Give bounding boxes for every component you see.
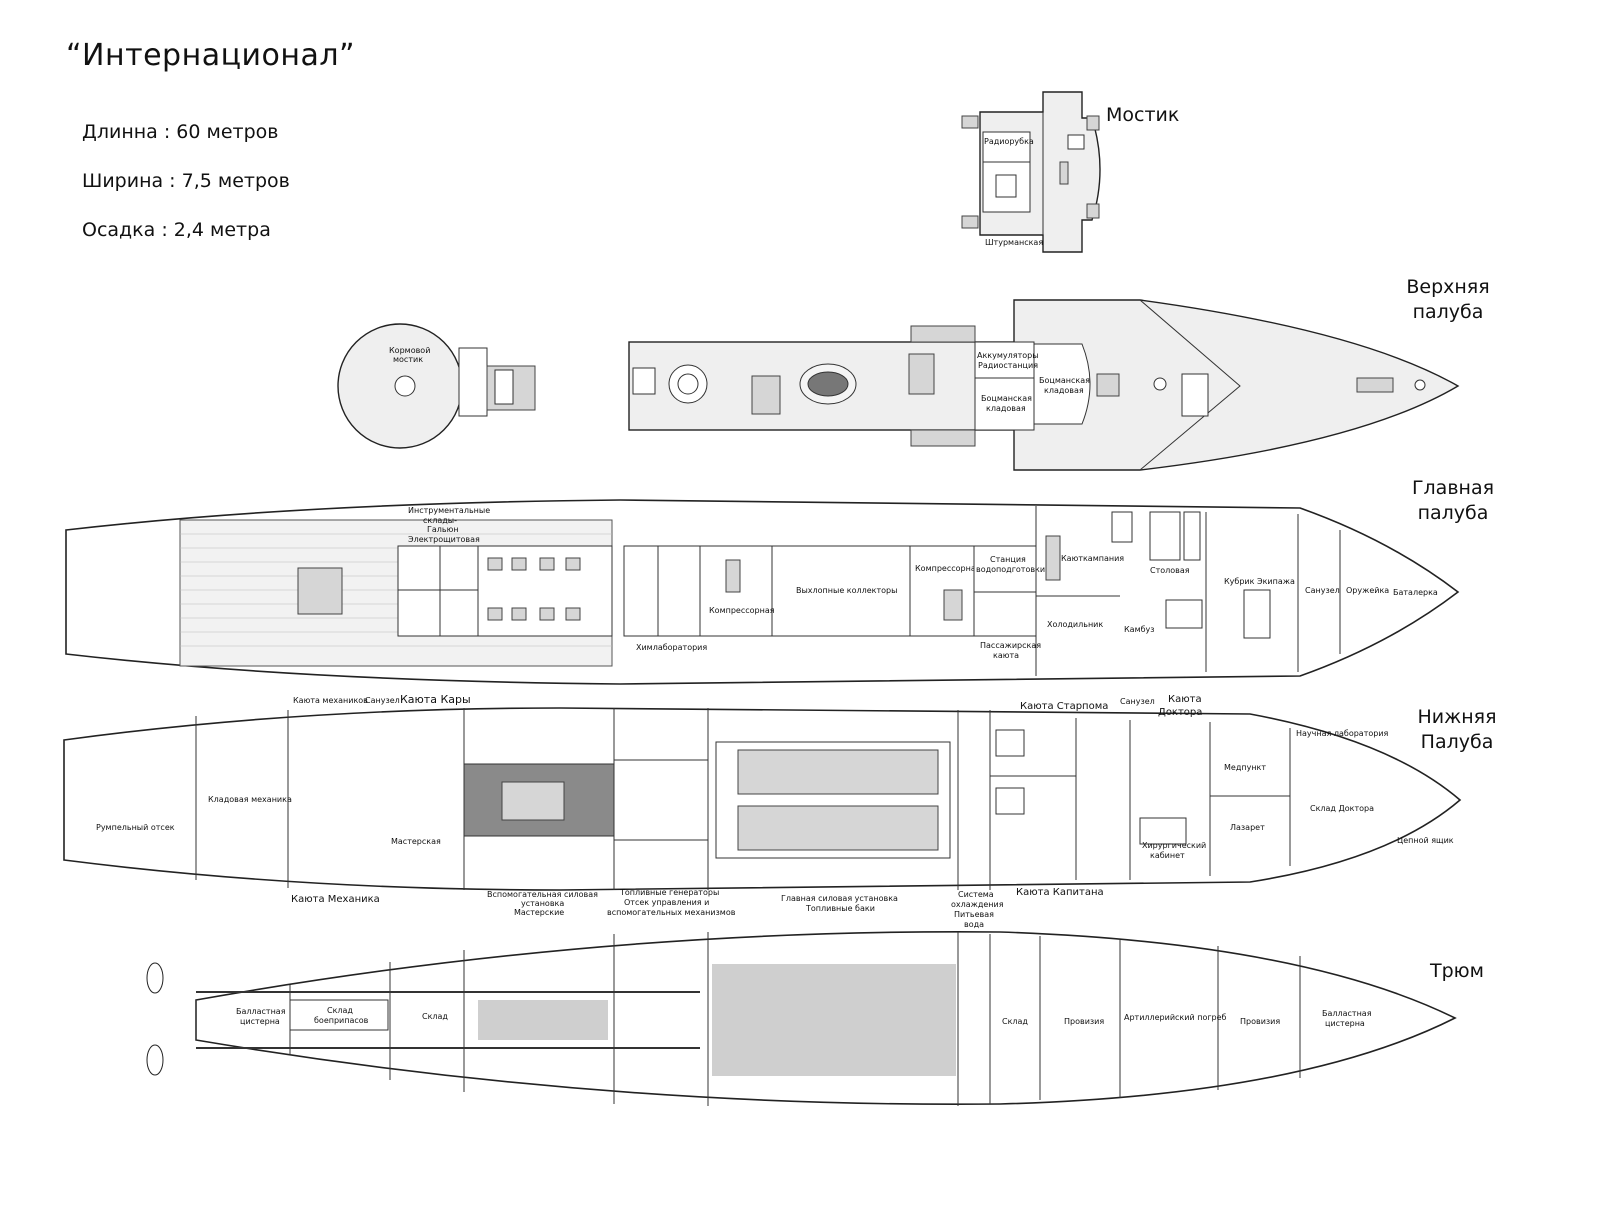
room-label-chain-locker: Цепной ящик xyxy=(1397,836,1454,845)
room-label-chemlab: Химлаборатория xyxy=(636,643,707,652)
room-label-mechanic-cabin: Каюта Механика xyxy=(291,894,380,905)
deck-label-upper-line2: палуба xyxy=(1412,301,1484,323)
room-label-provisions-2: Провизия xyxy=(1240,1017,1280,1026)
hold-deck: Балластная цистерна Склад боеприпасов Ск… xyxy=(146,931,1457,1106)
room-label-store-bat: Баталерка xyxy=(1393,588,1438,597)
room-label-aux-1: Вспомогательная силовая xyxy=(487,890,598,899)
room-label-mech-cabin: Каюта механиков xyxy=(293,696,368,705)
room-label-bosun-store-1: Боцманская xyxy=(981,394,1032,403)
room-label-doctor-cabin-1: Каюта xyxy=(1168,694,1202,705)
room-label-ammo-1: Склад xyxy=(327,1006,353,1015)
room-label-surgery-2: кабинет xyxy=(1150,851,1185,860)
room-label-store-aft: Склад xyxy=(422,1012,448,1021)
room-label-steering: Румпельный отсек xyxy=(96,823,175,832)
room-label-bosun-store-1b: кладовая xyxy=(986,404,1026,413)
room-label-ballast-fwd-1: Балластная xyxy=(1322,1009,1372,1018)
room-label-tool-stores-1: Инструментальные xyxy=(408,506,490,515)
main-deck: Инструментальные склады- Гальюн Электрощ… xyxy=(65,499,1460,685)
room-label-mess: Столовая xyxy=(1150,566,1190,575)
room-label-aux-2: установка xyxy=(521,899,564,908)
room-label-store-fwd: Склад xyxy=(1002,1017,1028,1026)
room-label-radio: Радиорубка xyxy=(984,137,1034,146)
room-label-ballast-aft-1: Балластная xyxy=(236,1007,286,1016)
room-label-exhaust: Выхлопные коллекторы xyxy=(796,586,897,595)
room-label-surgery-1: Хирургический xyxy=(1142,841,1206,850)
deck-label-main-line1: Главная xyxy=(1411,477,1495,499)
spec-draft: Осадка : 2,4 метра xyxy=(82,219,271,241)
room-label-ballast-fwd-2: цистерна xyxy=(1325,1019,1365,1028)
deck-label-lower: Нижняя Палуба xyxy=(1402,705,1512,755)
room-label-captain-cabin: Каюта Капитана xyxy=(1016,887,1104,898)
room-label-batteries: Аккумуляторы xyxy=(977,351,1039,360)
room-label-wardroom: Каюткампания xyxy=(1061,554,1124,563)
room-label-wc-main: Санузел xyxy=(1305,586,1340,595)
room-label-navigator: Штурманская xyxy=(985,238,1043,247)
room-label-aux-3: Мастерские xyxy=(514,908,564,917)
room-label-water-station-1: Станция xyxy=(990,555,1026,564)
room-label-fridge: Холодильник xyxy=(1047,620,1103,629)
room-label-cooling-2: охлаждения xyxy=(951,900,1004,909)
room-label-radio-station: Радиостанция xyxy=(978,361,1038,370)
room-label-bosun-store-2b: кладовая xyxy=(1044,386,1084,395)
deck-label-upper: Верхняя палуба xyxy=(1398,275,1498,325)
room-label-tool-stores-2: склады- xyxy=(423,516,457,525)
room-label-infirmary: Лазарет xyxy=(1230,823,1265,832)
room-label-toilet: Гальюн xyxy=(427,525,459,534)
room-label-crew: Кубрик Экипажа xyxy=(1224,577,1295,586)
room-label-first-mate: Каюта Старпома xyxy=(1020,701,1108,712)
room-label-galley: Камбуз xyxy=(1124,625,1155,634)
room-label-bosun-store-2: Боцманская xyxy=(1039,376,1090,385)
deck-label-main: Главная палуба xyxy=(1398,476,1508,526)
deck-label-lower-line2: Палуба xyxy=(1420,731,1494,753)
room-label-mech-store: Кладовая механика xyxy=(208,795,292,804)
lower-deck: Каюта механиков Санузел Каюта Кары Кладо… xyxy=(63,693,1462,929)
room-label-kara-cabin: Каюта Кары xyxy=(400,693,471,706)
room-label-main-plant-1: Главная силовая установка xyxy=(781,894,898,903)
room-label-medbay: Медпункт xyxy=(1224,763,1266,772)
room-label-passenger-1: Пассажирская xyxy=(980,641,1041,650)
room-label-water-2: вода xyxy=(964,920,984,929)
room-label-doctor-cabin-2: Доктора xyxy=(1158,707,1202,718)
room-label-ballast-aft-2: цистерна xyxy=(240,1017,280,1026)
room-label-artillery: Артиллерийский погреб xyxy=(1124,1013,1227,1022)
room-label-wc-lower-1: Санузел xyxy=(365,696,400,705)
deck-label-bridge: Мостик xyxy=(1106,104,1180,126)
room-label-stern-bridge-1: Кормовой xyxy=(389,346,430,355)
room-label-armory: Оружейка xyxy=(1346,586,1389,595)
ship-title: “Интернационал” xyxy=(66,38,356,73)
room-label-workshop: Мастерская xyxy=(391,837,441,846)
room-label-science-lab: Научная лаборатория xyxy=(1296,729,1389,738)
room-label-provisions-1: Провизия xyxy=(1064,1017,1104,1026)
deck-label-lower-line1: Нижняя xyxy=(1417,706,1497,728)
room-label-water-1: Питьевая xyxy=(954,910,994,919)
room-label-compressor-1: Компрессорная xyxy=(709,606,775,615)
bridge-deck: Радиорубка Штурманская xyxy=(961,91,1101,253)
deck-label-upper-line1: Верхняя xyxy=(1406,276,1490,298)
room-label-compressor-2: Компрессорная xyxy=(915,564,981,573)
room-label-main-plant-2: Топливные баки xyxy=(805,904,875,913)
room-label-wc-lower-2: Санузел xyxy=(1120,697,1155,706)
room-label-water-station-2: водоподготовки xyxy=(976,565,1045,574)
spec-length: Длинна : 60 метров xyxy=(82,121,279,143)
room-label-fuel-gen-2: Отсек управления и xyxy=(624,898,709,907)
room-label-ammo-2: боеприпасов xyxy=(314,1016,369,1025)
room-label-fuel-gen-3: вспомогательных механизмов xyxy=(607,908,736,917)
room-label-passenger-2: каюта xyxy=(993,651,1019,660)
room-label-switchboard: Электрощитовая xyxy=(408,535,480,544)
spec-width: Ширина : 7,5 метров xyxy=(82,170,290,192)
room-label-doctor-store: Склад Доктора xyxy=(1310,804,1374,813)
deck-label-main-line2: палуба xyxy=(1417,502,1489,524)
upper-deck: Кормовой мостик Аккумуляторы Радиостанци… xyxy=(337,299,1460,471)
room-label-fuel-gen-1: Топливные генераторы xyxy=(619,888,719,897)
room-label-cooling-1: Система xyxy=(958,890,994,899)
deck-label-hold: Трюм xyxy=(1430,960,1484,982)
room-label-stern-bridge-2: мостик xyxy=(393,355,423,364)
